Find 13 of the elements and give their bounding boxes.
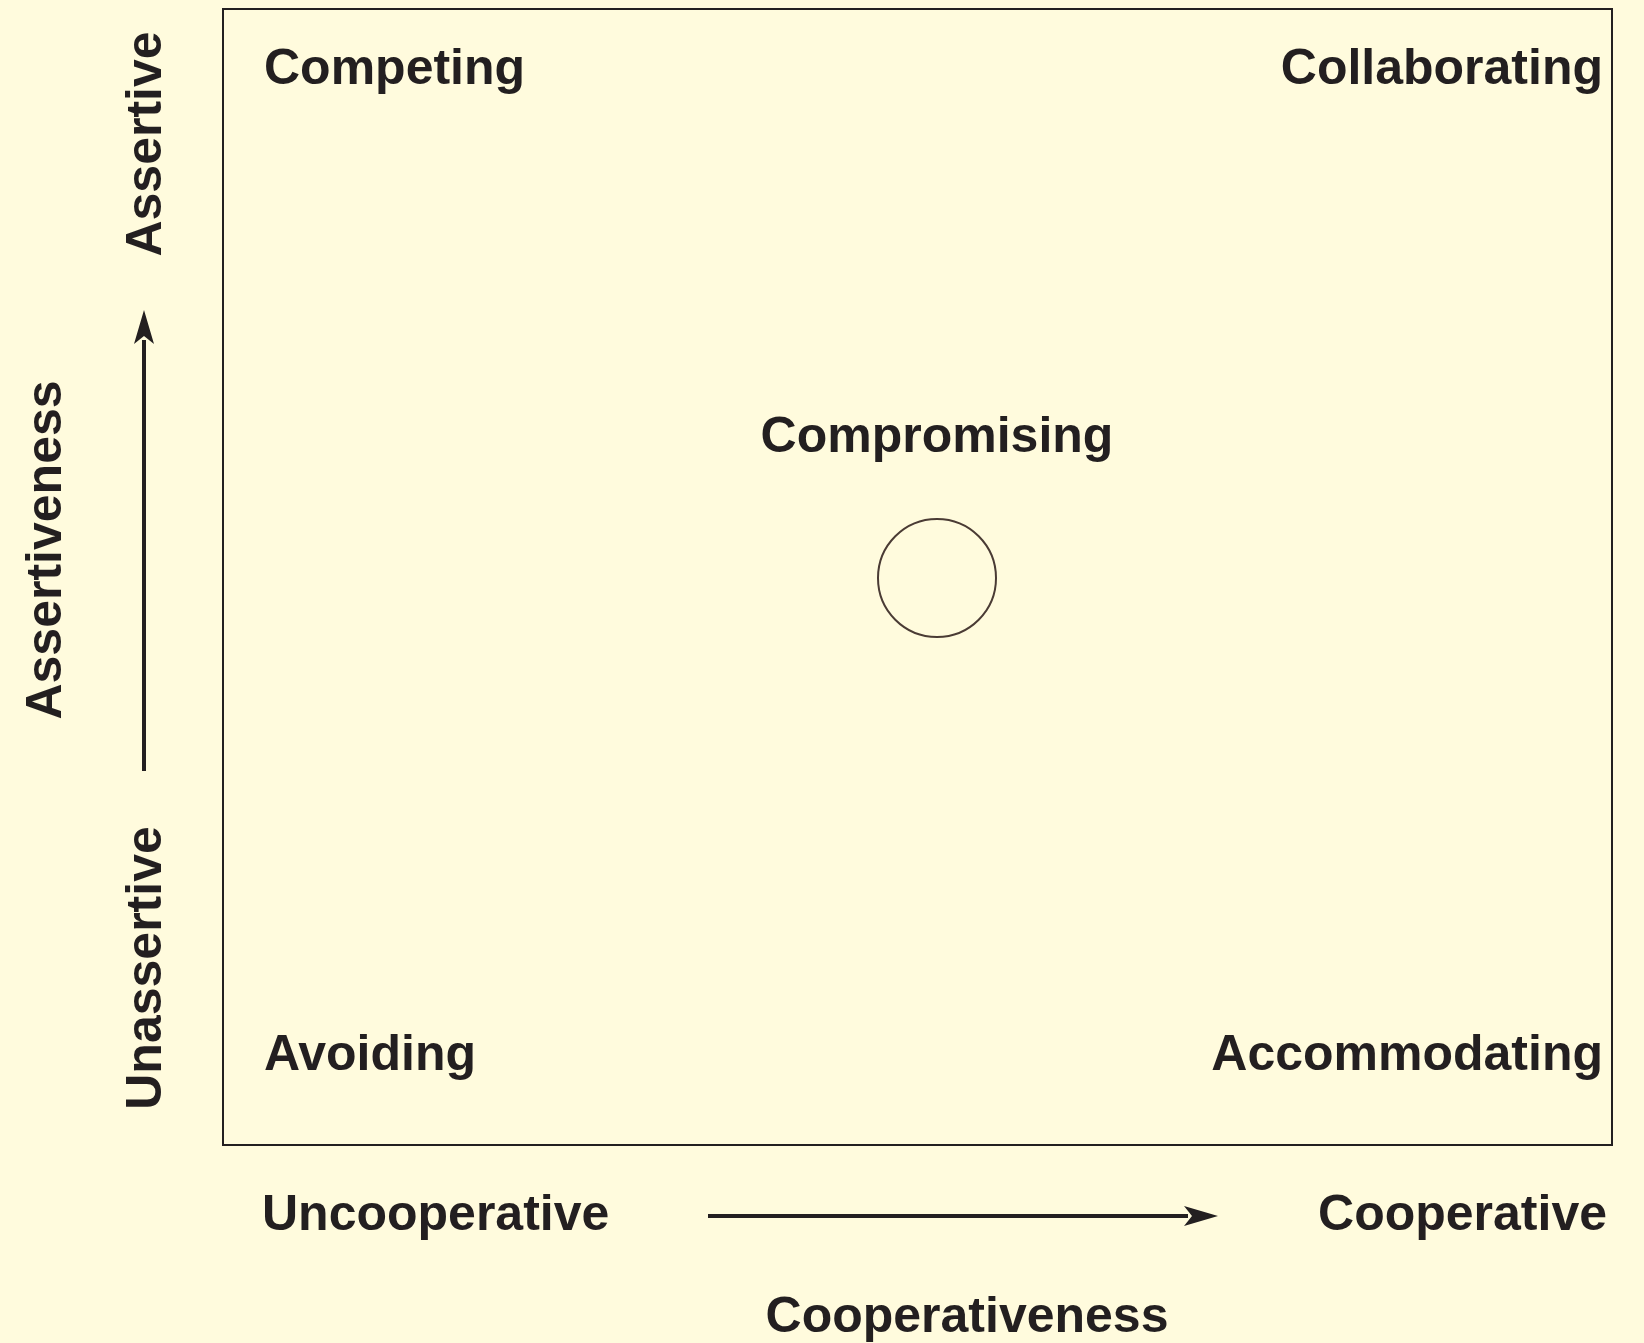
axis-label: Assertive	[119, 31, 169, 257]
quadrant-label: Avoiding	[264, 1028, 476, 1078]
axis-label: Uncooperative	[262, 1188, 610, 1238]
axis-label: Cooperative	[1318, 1188, 1607, 1238]
quadrant-grid	[222, 8, 1613, 1146]
axis-title: Cooperativeness	[765, 1290, 1169, 1340]
quadrant-label: Competing	[264, 42, 526, 92]
quadrant-label: Accommodating	[1211, 1028, 1603, 1078]
quadrant-label: Compromising	[760, 410, 1114, 460]
axis-title: Assertiveness	[19, 380, 69, 720]
axis-label: Unassertive	[119, 826, 169, 1110]
circle-marker	[876, 517, 998, 639]
quadrant-label: Collaborating	[1280, 42, 1603, 92]
